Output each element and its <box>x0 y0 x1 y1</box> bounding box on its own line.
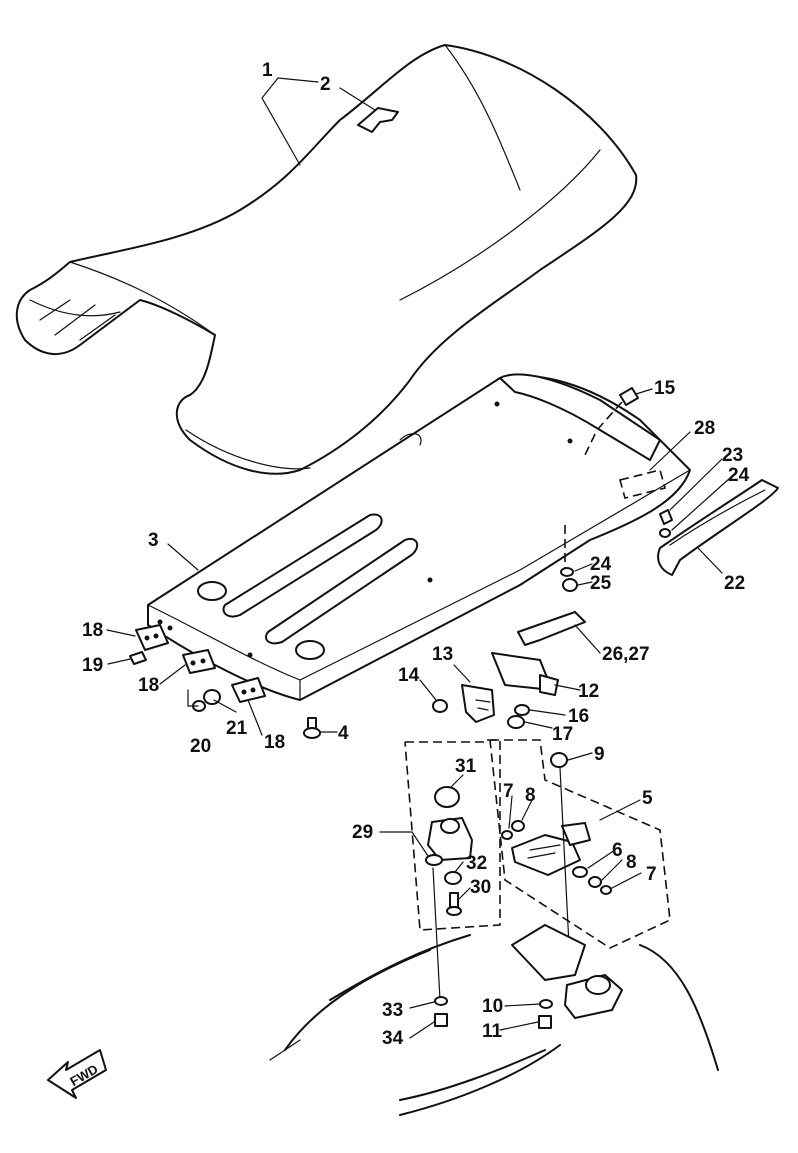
spacer-6 <box>572 866 588 878</box>
washer-10 <box>539 999 553 1009</box>
screw-23 <box>659 509 673 525</box>
callout-7-left: 7 <box>503 781 514 802</box>
callout-4: 4 <box>338 723 349 744</box>
washer-7-left <box>501 830 513 840</box>
callout-3: 3 <box>148 530 159 551</box>
bolt-14 <box>432 699 448 713</box>
nut-17 <box>507 715 525 729</box>
bracket-18-right <box>231 677 266 703</box>
latch-group-outline <box>489 739 671 949</box>
rear-grab-rail-22 <box>657 479 779 576</box>
washer-33 <box>434 996 448 1006</box>
callout-8-right: 8 <box>626 852 637 873</box>
callout-23: 23 <box>722 445 743 466</box>
callout-30: 30 <box>470 877 491 898</box>
latch-plate-12 <box>491 652 559 696</box>
callout-17: 17 <box>552 724 573 745</box>
callout-20: 20 <box>190 736 211 757</box>
callout-8-left: 8 <box>525 785 536 806</box>
hull-deck <box>269 924 719 1116</box>
callout-numbers: 1 2 3 15 28 23 24 22 24 25 26,27 12 13 1… <box>82 60 750 1049</box>
callout-18-left: 18 <box>82 620 103 641</box>
latch-13 <box>461 684 495 723</box>
bolt-30 <box>446 892 462 916</box>
callout-34: 34 <box>382 1028 404 1049</box>
callout-2: 2 <box>320 74 331 95</box>
callout-9: 9 <box>594 744 605 765</box>
callout-24-lower: 24 <box>590 554 612 575</box>
callout-32: 32 <box>466 853 487 874</box>
latch-assembly-5 <box>511 822 591 876</box>
callout-33: 33 <box>382 1000 403 1021</box>
callout-11: 11 <box>482 1021 503 1042</box>
callout-22: 22 <box>724 573 745 594</box>
callout-6: 6 <box>612 840 623 861</box>
washer-24-upper <box>659 528 671 538</box>
callout-26-27: 26,27 <box>602 644 650 665</box>
callout-19: 19 <box>82 655 103 676</box>
bolt-15 <box>619 387 639 406</box>
callout-5: 5 <box>642 788 653 809</box>
washer-8-left <box>511 820 525 832</box>
callout-13: 13 <box>432 644 453 665</box>
bracket-18-middle <box>182 649 216 674</box>
callout-7-right: 7 <box>646 864 657 885</box>
callout-10: 10 <box>482 996 503 1017</box>
callout-24-upper: 24 <box>728 465 750 486</box>
guide-line-15 <box>584 401 623 456</box>
forward-direction-arrow: FWD <box>47 1049 107 1099</box>
callout-1: 1 <box>262 60 273 81</box>
callout-21: 21 <box>226 718 248 739</box>
callout-28: 28 <box>694 418 715 439</box>
rear-latch-guide <box>619 469 666 499</box>
washer-24-lower <box>560 567 574 577</box>
nut-25 <box>562 578 578 592</box>
nut-32 <box>444 871 462 885</box>
nut-11 <box>538 1015 552 1029</box>
washer-16 <box>514 704 530 716</box>
callout-18-right: 18 <box>264 732 285 753</box>
callout-29: 29 <box>352 822 373 843</box>
leader-lines <box>106 77 731 1039</box>
hinge-bracket-29 <box>425 817 473 866</box>
washer-8-right <box>588 876 602 888</box>
seat-base-plate <box>147 373 691 701</box>
callout-14: 14 <box>398 665 420 686</box>
callout-18-middle: 18 <box>138 675 159 696</box>
nut-9 <box>550 752 568 768</box>
washer-7-right <box>600 885 612 895</box>
callout-31: 31 <box>455 756 477 777</box>
seat-hook-tab <box>357 107 399 133</box>
bracket-18-left <box>135 624 169 651</box>
callout-15: 15 <box>654 378 676 399</box>
strap-26-27 <box>517 611 586 646</box>
rubber-cap-31 <box>434 786 460 808</box>
nut-34 <box>434 1013 448 1027</box>
callout-25: 25 <box>590 573 612 594</box>
bolt-4 <box>303 717 321 739</box>
seat-cushion <box>15 44 638 475</box>
callout-16: 16 <box>568 706 589 727</box>
bolt-19 <box>129 651 147 665</box>
callout-12: 12 <box>578 681 599 702</box>
